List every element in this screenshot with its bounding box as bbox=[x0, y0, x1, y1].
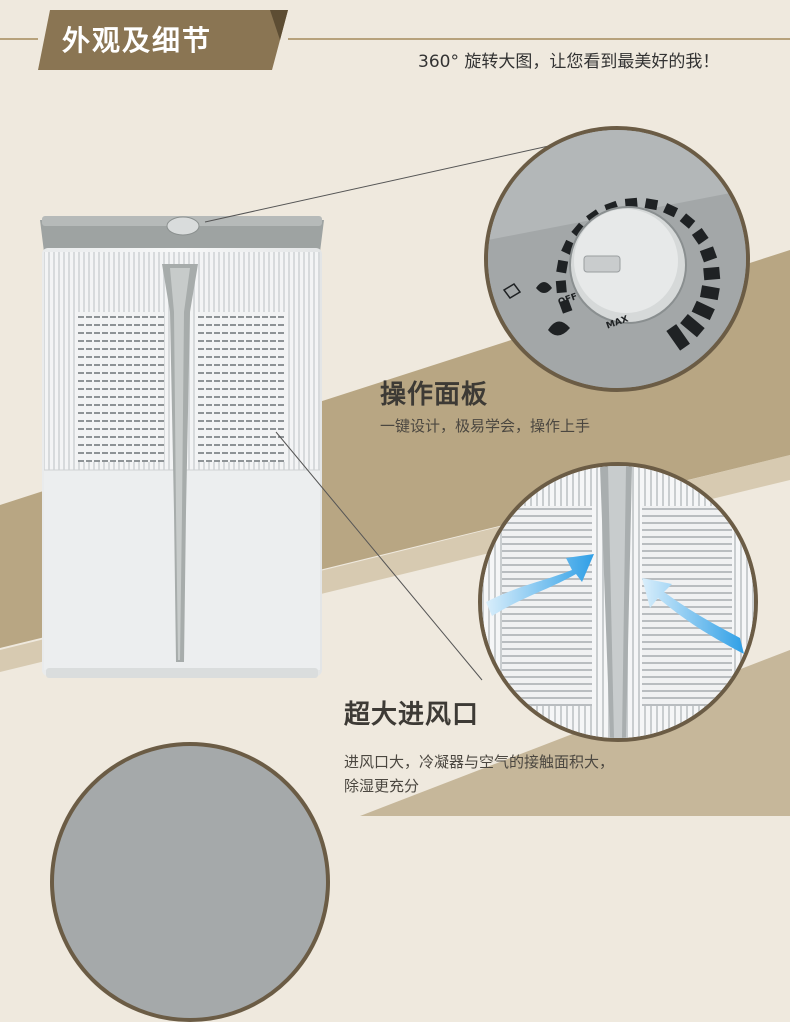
title-rule-right bbox=[288, 38, 790, 40]
feature-title-control-panel: 操作面板 bbox=[380, 380, 489, 410]
section-title: 外观及细节 bbox=[62, 24, 213, 57]
control-panel-zoom: OFF MAX bbox=[484, 126, 750, 392]
feature-desc-air-inlet-line2: 除湿更充分 bbox=[344, 777, 420, 795]
feature-desc-control-panel: 一键设计，极易学会，操作上手 bbox=[380, 417, 591, 435]
feature-title-air-inlet: 超大进风口 bbox=[344, 700, 480, 730]
air-inlet-zoom bbox=[478, 462, 758, 742]
section-subtitle: 360° 旋转大图，让您看到最美好的我！ bbox=[418, 52, 720, 72]
dehumidifier-image bbox=[38, 212, 326, 682]
feature-desc-air-inlet-line1: 进风口大，冷凝器与空气的接触面积大， bbox=[344, 753, 615, 771]
next-detail-zoom bbox=[50, 742, 330, 1022]
section-title-tag bbox=[38, 10, 288, 70]
title-rule-left bbox=[0, 38, 38, 40]
